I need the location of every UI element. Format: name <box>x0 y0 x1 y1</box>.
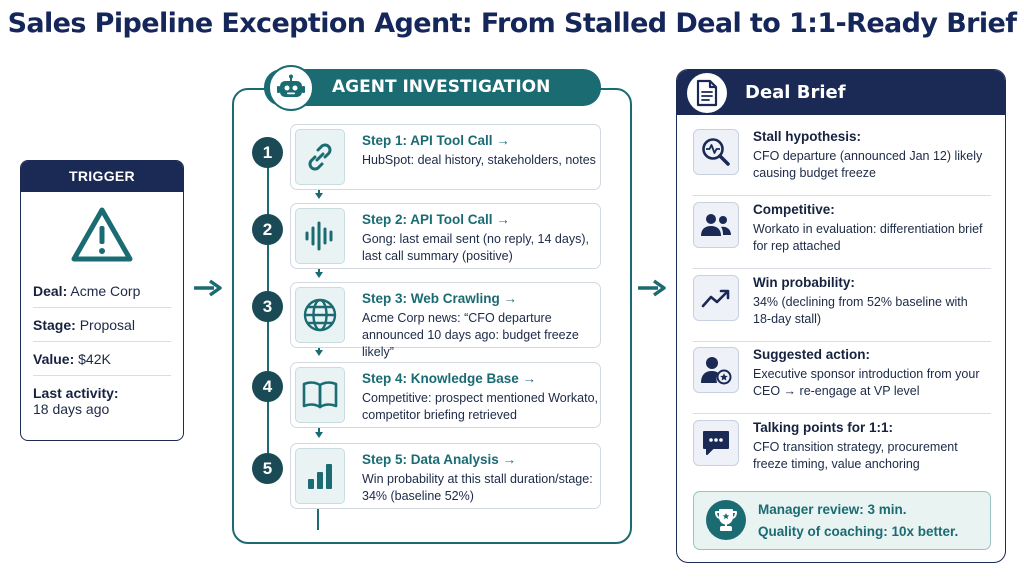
trophy-icon <box>706 500 746 540</box>
brief-item-win-probability: Win probability: 34% (declining from 52%… <box>693 275 991 342</box>
flow-arrow-icon <box>194 279 222 297</box>
agent-header: AGENT INVESTIGATION <box>264 69 601 106</box>
deal-brief-title: Deal Brief <box>745 82 846 103</box>
brief-item-description: Executive sponsor introduction from your… <box>753 367 980 398</box>
step-description: Win probability at this stall duration/s… <box>362 472 593 503</box>
step-title: Step 5: Data Analysis → <box>362 452 517 467</box>
step-description: Gong: last email sent (no reply, 14 days… <box>362 232 589 263</box>
brief-item-title: Win probability: <box>753 275 855 290</box>
trigger-header: TRIGGER <box>21 161 183 192</box>
brief-item-title: Stall hypothesis: <box>753 129 862 144</box>
page-title: Sales Pipeline Exception Agent: From Sta… <box>7 8 1017 39</box>
brief-item-title: Suggested action: <box>753 347 871 362</box>
review-quality: Quality of coaching: 10x better. <box>758 524 959 539</box>
trigger-field-stage: Stage: Proposal <box>33 308 171 342</box>
book-icon <box>295 367 345 423</box>
flow-arrow-icon <box>638 279 666 297</box>
brief-item-title: Competitive: <box>753 202 835 217</box>
brief-item-competitive: Competitive: Workato in evaluation: diff… <box>693 202 991 269</box>
brief-item-talking-points: Talking points for 1:1: CFO transition s… <box>693 420 991 487</box>
deal-brief-header: Deal Brief <box>677 70 1005 115</box>
chat-bubble-icon <box>693 420 739 466</box>
warning-icon <box>71 207 133 262</box>
link-icon <box>295 129 345 185</box>
user-star-icon <box>693 347 739 393</box>
trigger-field-value: Value: $42K <box>33 342 171 376</box>
brief-item-description: CFO transition strategy, procurement fre… <box>753 440 958 471</box>
step-card-1: Step 1: API Tool Call → HubSpot: deal hi… <box>290 124 601 190</box>
step-description: Acme Corp news: “CFO departure announced… <box>362 311 579 359</box>
trigger-field-last-activity: Last activity:18 days ago <box>33 385 119 417</box>
step-description: Competitive: prospect mentioned Workato,… <box>362 391 598 422</box>
step-description: HubSpot: deal history, stakeholders, not… <box>362 153 596 167</box>
review-time: Manager review: 3 min. <box>758 502 907 517</box>
step-title: Step 3: Web Crawling → <box>362 291 518 306</box>
step-card-2: Step 2: API Tool Call → Gong: last email… <box>290 203 601 269</box>
step-card-5: Step 5: Data Analysis → Win probability … <box>290 443 601 509</box>
brief-item-description: CFO departure (announced Jan 12) likely … <box>753 149 983 180</box>
brief-item-stall-hypothesis: Stall hypothesis: CFO departure (announc… <box>693 129 991 196</box>
magnifier-pulse-icon <box>693 129 739 175</box>
deal-brief-panel: Deal Brief Stall hypothesis: CFO departu… <box>676 69 1006 563</box>
step-number: 1 <box>252 137 283 168</box>
trend-line-icon <box>693 275 739 321</box>
brief-item-title: Talking points for 1:1: <box>753 420 894 435</box>
trigger-card: TRIGGER Deal: Acme Corp Stage: Proposal … <box>20 160 184 441</box>
people-icon <box>693 202 739 248</box>
step-number: 4 <box>252 371 283 402</box>
step-number: 5 <box>252 453 283 484</box>
step-number: 2 <box>252 214 283 245</box>
trigger-field-deal: Deal: Acme Corp <box>33 274 171 308</box>
step-card-4: Step 4: Knowledge Base → Competitive: pr… <box>290 362 601 428</box>
bar-chart-icon <box>295 448 345 504</box>
brief-item-description: Workato in evaluation: differentiation b… <box>753 222 983 253</box>
step-title: Step 2: API Tool Call → <box>362 212 510 227</box>
robot-icon <box>268 65 314 111</box>
document-icon <box>687 73 727 113</box>
globe-icon <box>295 287 345 343</box>
down-arrow-icon <box>315 427 323 438</box>
manager-review-box: Manager review: 3 min. Quality of coachi… <box>693 491 991 550</box>
step-title: Step 4: Knowledge Base → <box>362 371 537 386</box>
step-number: 3 <box>252 291 283 322</box>
brief-item-suggested-action: Suggested action: Executive sponsor intr… <box>693 347 991 414</box>
audio-wave-icon <box>295 208 345 264</box>
step-card-3: Step 3: Web Crawling → Acme Corp news: “… <box>290 282 601 359</box>
step-title: Step 1: API Tool Call → <box>362 133 510 148</box>
brief-item-description: 34% (declining from 52% baseline with 18… <box>753 295 968 326</box>
